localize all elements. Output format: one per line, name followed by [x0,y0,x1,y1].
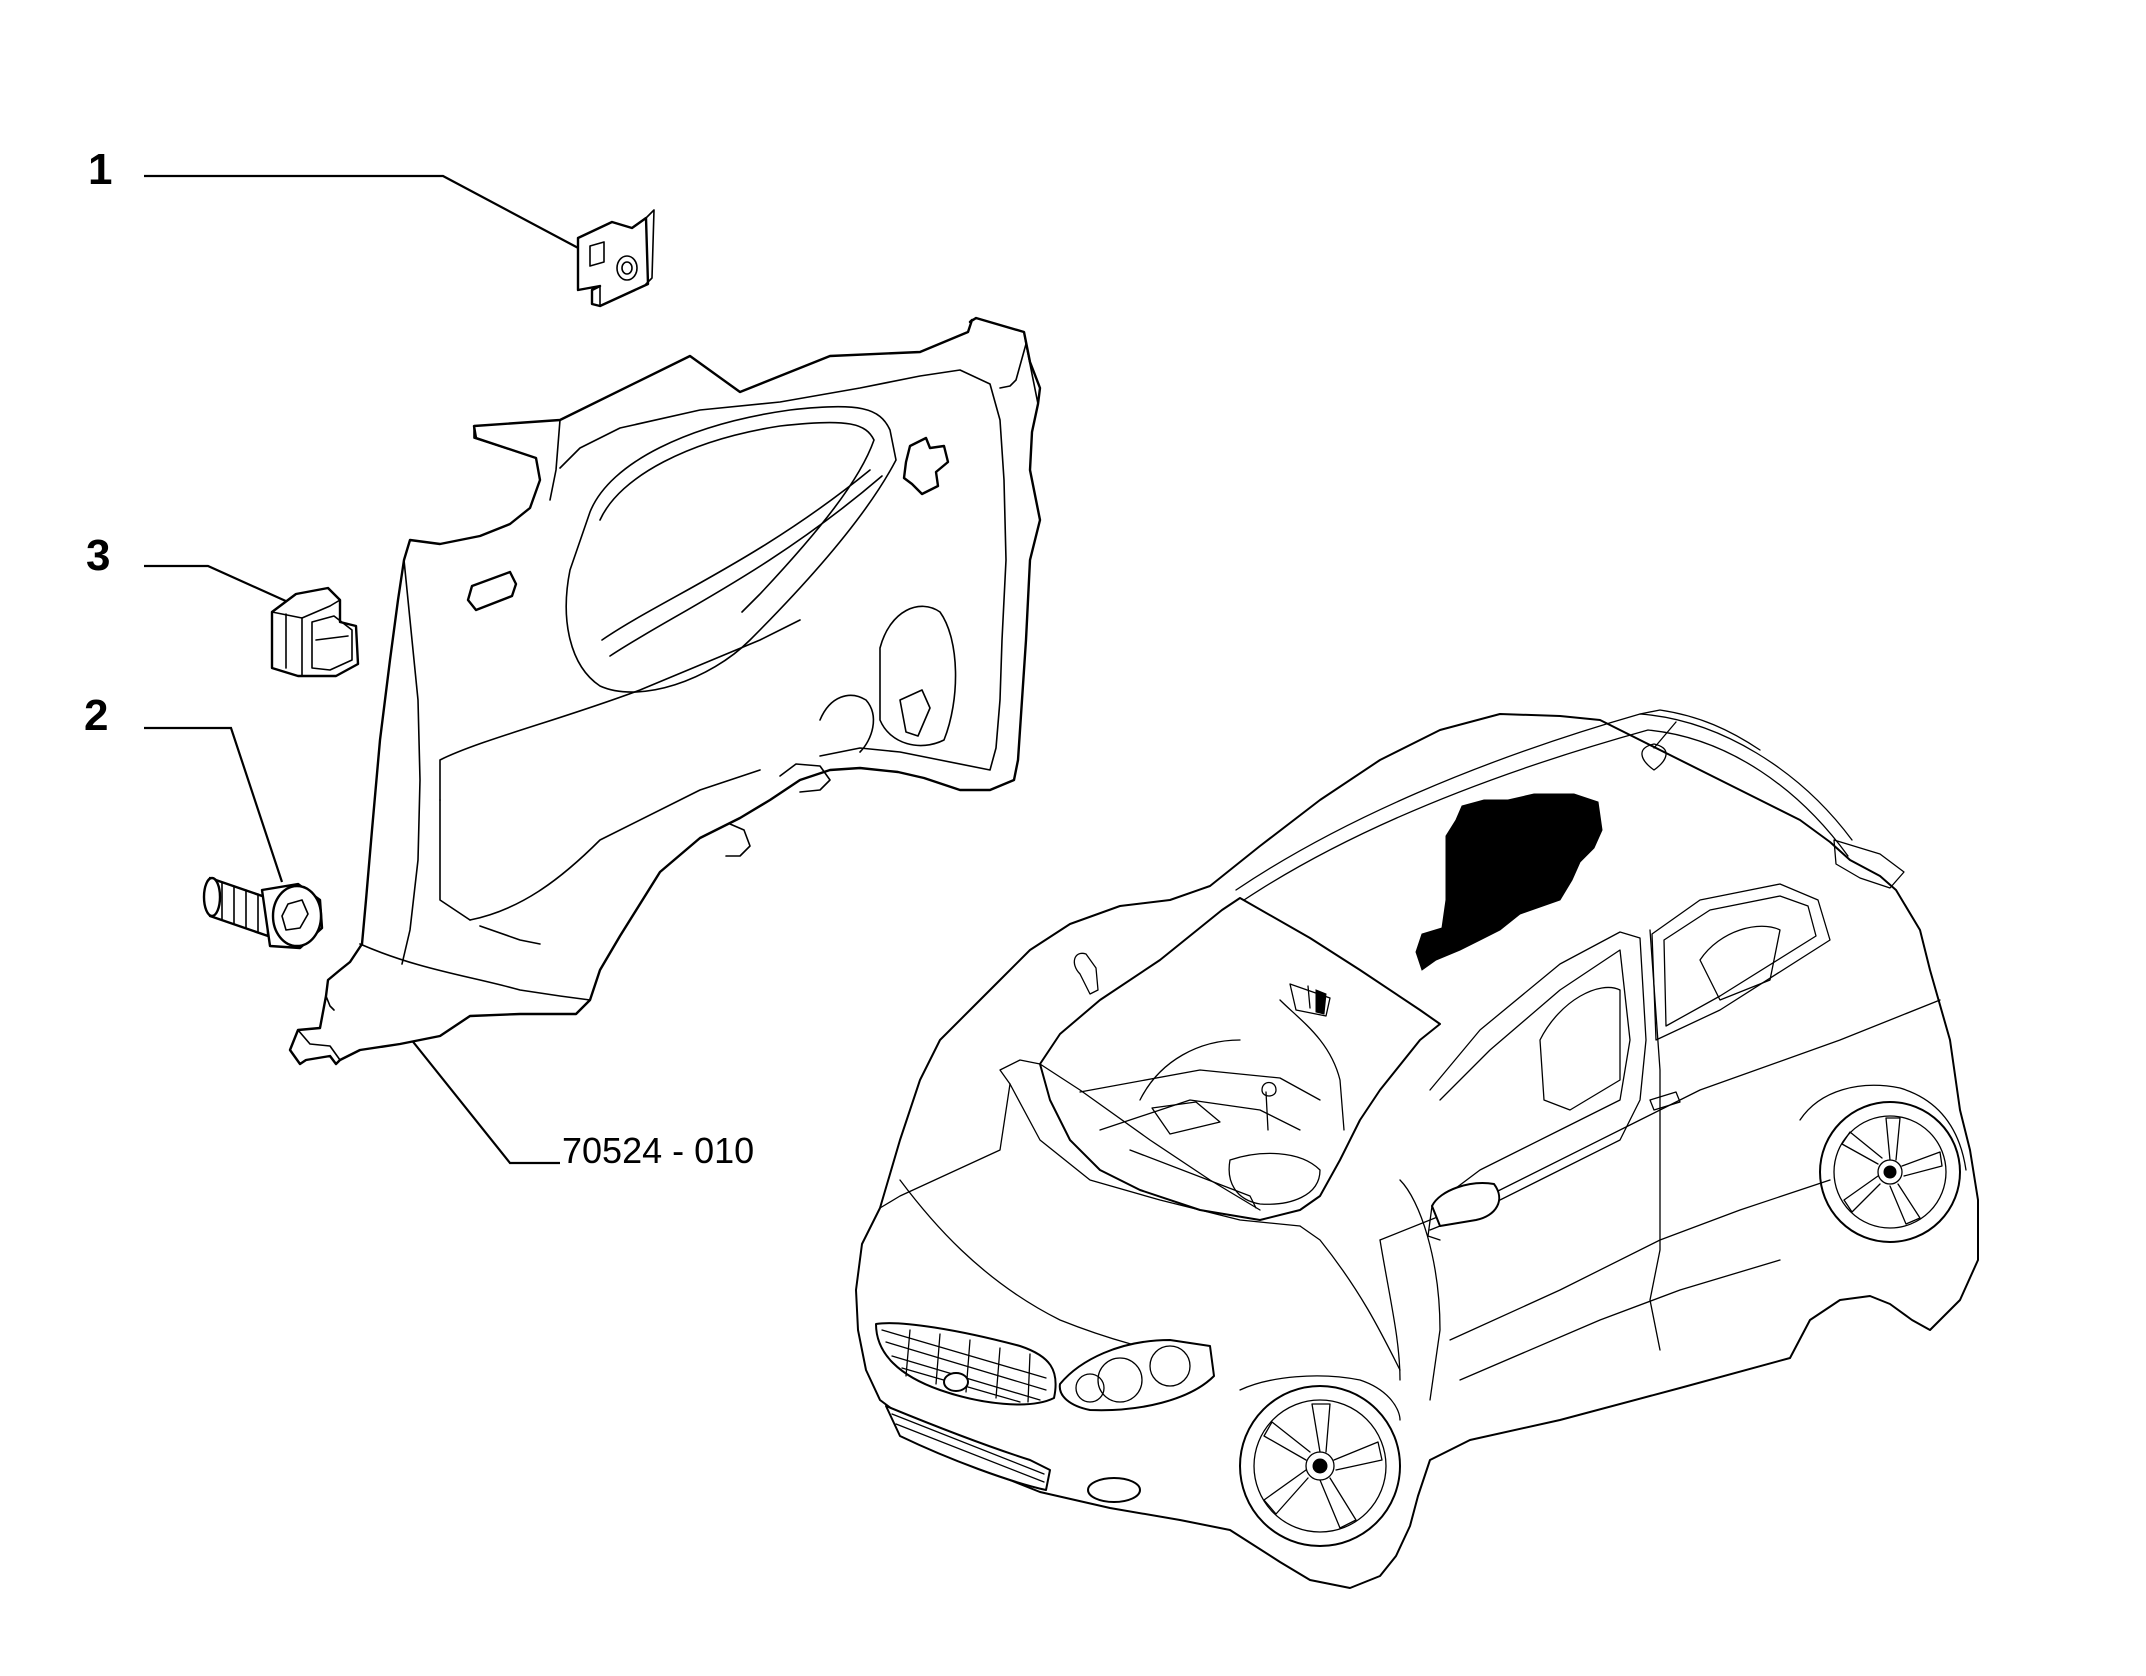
rear-side-trim-panel[interactable] [288,316,1042,1066]
leader-line-3 [144,564,289,604]
diagram-code: 70524 - 010 [562,1130,754,1171]
callout-2-number: 2 [84,691,108,740]
part-3-plug[interactable] [270,586,360,678]
leader-line-2 [144,726,284,883]
car-illustration [855,709,1979,1589]
leader-line-panel [409,1037,560,1165]
callout-3[interactable]: 3 [86,531,289,604]
part-1-clip[interactable] [576,209,655,308]
part-2-screw[interactable] [202,876,324,950]
callout-3-number: 3 [86,531,110,580]
callout-1-number: 1 [88,145,112,194]
diagram-code-label: 70524 - 010 [409,1037,754,1171]
callout-1[interactable]: 1 [88,145,583,251]
roof-highlight-panel [1415,793,1603,971]
leader-line-1 [144,174,583,251]
callout-2[interactable]: 2 [84,691,284,883]
